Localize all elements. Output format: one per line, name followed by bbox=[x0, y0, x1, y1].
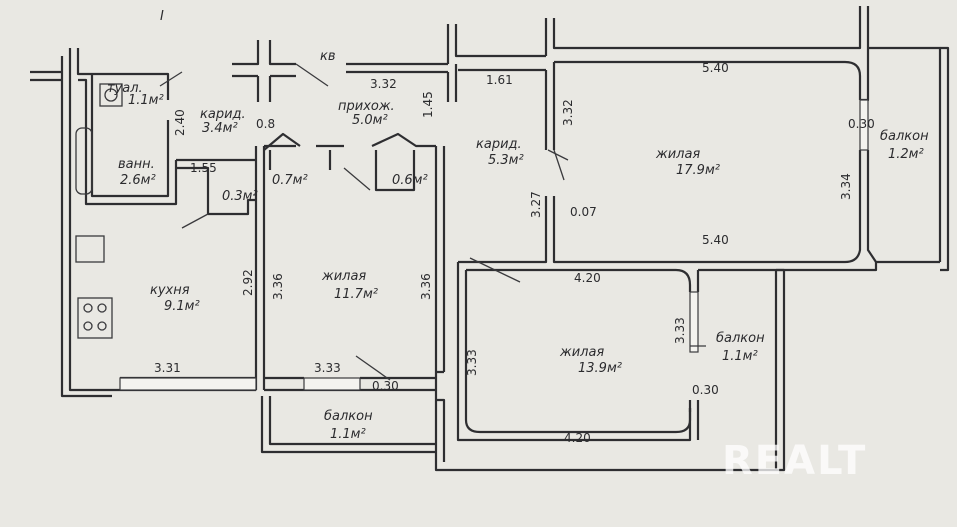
toilet-name: туал. bbox=[107, 81, 143, 96]
balcony-2-area: 1.1м² bbox=[722, 349, 758, 364]
living-3-area: 13.9м² bbox=[578, 361, 622, 376]
dim-top-mid: 1.61 bbox=[486, 73, 513, 87]
kitchen-area: 9.1м² bbox=[164, 299, 200, 314]
dim-corr-small-mark: 0.8 bbox=[256, 117, 275, 131]
windows bbox=[119, 99, 869, 391]
dim-big-top: 5.40 bbox=[702, 61, 729, 75]
balcony-2-name: балкон bbox=[716, 331, 765, 346]
hallway-name: прихож. bbox=[338, 99, 395, 114]
dim-room3-left: 3.33 bbox=[465, 349, 479, 376]
balcony-3-name: балкон bbox=[324, 409, 373, 424]
walls bbox=[30, 6, 950, 472]
realt-watermark: REALT bbox=[722, 438, 867, 484]
dim-room3-gap: 0.30 bbox=[692, 383, 719, 397]
sink-fixture bbox=[75, 235, 105, 263]
closet-1-area: 0.3м² bbox=[222, 189, 258, 204]
corridor-1-area: 3.4м² bbox=[202, 121, 238, 136]
apartment-label: кв bbox=[320, 49, 336, 64]
living-2-area: 11.7м² bbox=[334, 287, 378, 302]
dim-room2-right: 3.36 bbox=[419, 273, 433, 300]
dimension-labels: 3.32 1.45 1.61 2.40 0.8 1.55 3.32 3.27 0… bbox=[154, 61, 875, 445]
dim-room2-gap: 0.30 bbox=[372, 379, 399, 393]
living-2-name: жилая bbox=[321, 269, 366, 284]
living-3-name: жилая bbox=[559, 345, 604, 360]
dim-kitchen-w: 3.31 bbox=[154, 361, 181, 375]
dim-hall-top: 3.32 bbox=[370, 77, 397, 91]
fixtures bbox=[75, 63, 706, 381]
dim-corr2-gap: 0.07 bbox=[570, 205, 597, 219]
bathtub-fixture bbox=[75, 127, 93, 195]
corridor-2-name: карид. bbox=[476, 137, 522, 152]
dim-kitchen-h: 2.92 bbox=[241, 269, 255, 296]
stove-fixture bbox=[77, 297, 113, 339]
balcony-1-name: балкон bbox=[880, 129, 929, 144]
closet-2-area: 0.7м² bbox=[272, 173, 308, 188]
closet-3-area: 0.6м² bbox=[392, 173, 428, 188]
balcony-3-area: 1.1м² bbox=[330, 427, 366, 442]
toilet-fixture bbox=[99, 83, 123, 107]
toilet-area: 1.1м² bbox=[128, 93, 164, 108]
dim-hall-right: 1.45 bbox=[421, 91, 435, 118]
kitchen-name: кухня bbox=[150, 283, 190, 298]
corridor-1-name: карид. bbox=[200, 107, 246, 122]
dim-room3-top: 4.20 bbox=[574, 271, 601, 285]
corridor-2-area: 5.3м² bbox=[488, 153, 524, 168]
dim-room3-bottom: 4.20 bbox=[564, 431, 591, 445]
dim-room2-left: 3.36 bbox=[271, 273, 285, 300]
dim-room2-w: 3.33 bbox=[314, 361, 341, 375]
dim-corr2-low: 3.27 bbox=[529, 191, 543, 218]
bathroom-name: ванн. bbox=[118, 157, 155, 172]
bathroom-area: 2.6м² bbox=[120, 173, 156, 188]
dim-big-right-gap: 0.30 bbox=[848, 117, 875, 131]
dim-room3-right: 3.33 bbox=[673, 317, 687, 344]
living-1-name: жилая bbox=[655, 147, 700, 162]
dim-left-wall: 1.55 bbox=[190, 161, 217, 175]
dim-big-bottom: 5.40 bbox=[702, 233, 729, 247]
balcony-1-area: 1.2м² bbox=[888, 147, 924, 162]
living-1-area: 17.9м² bbox=[676, 163, 720, 178]
dim-corr-small: 2.40 bbox=[173, 109, 187, 136]
hallway-area: 5.0м² bbox=[352, 113, 388, 128]
dim-big-right: 3.34 bbox=[839, 173, 853, 200]
sheet-marker: I bbox=[160, 9, 164, 24]
dim-corr2-vert: 3.32 bbox=[561, 99, 575, 126]
